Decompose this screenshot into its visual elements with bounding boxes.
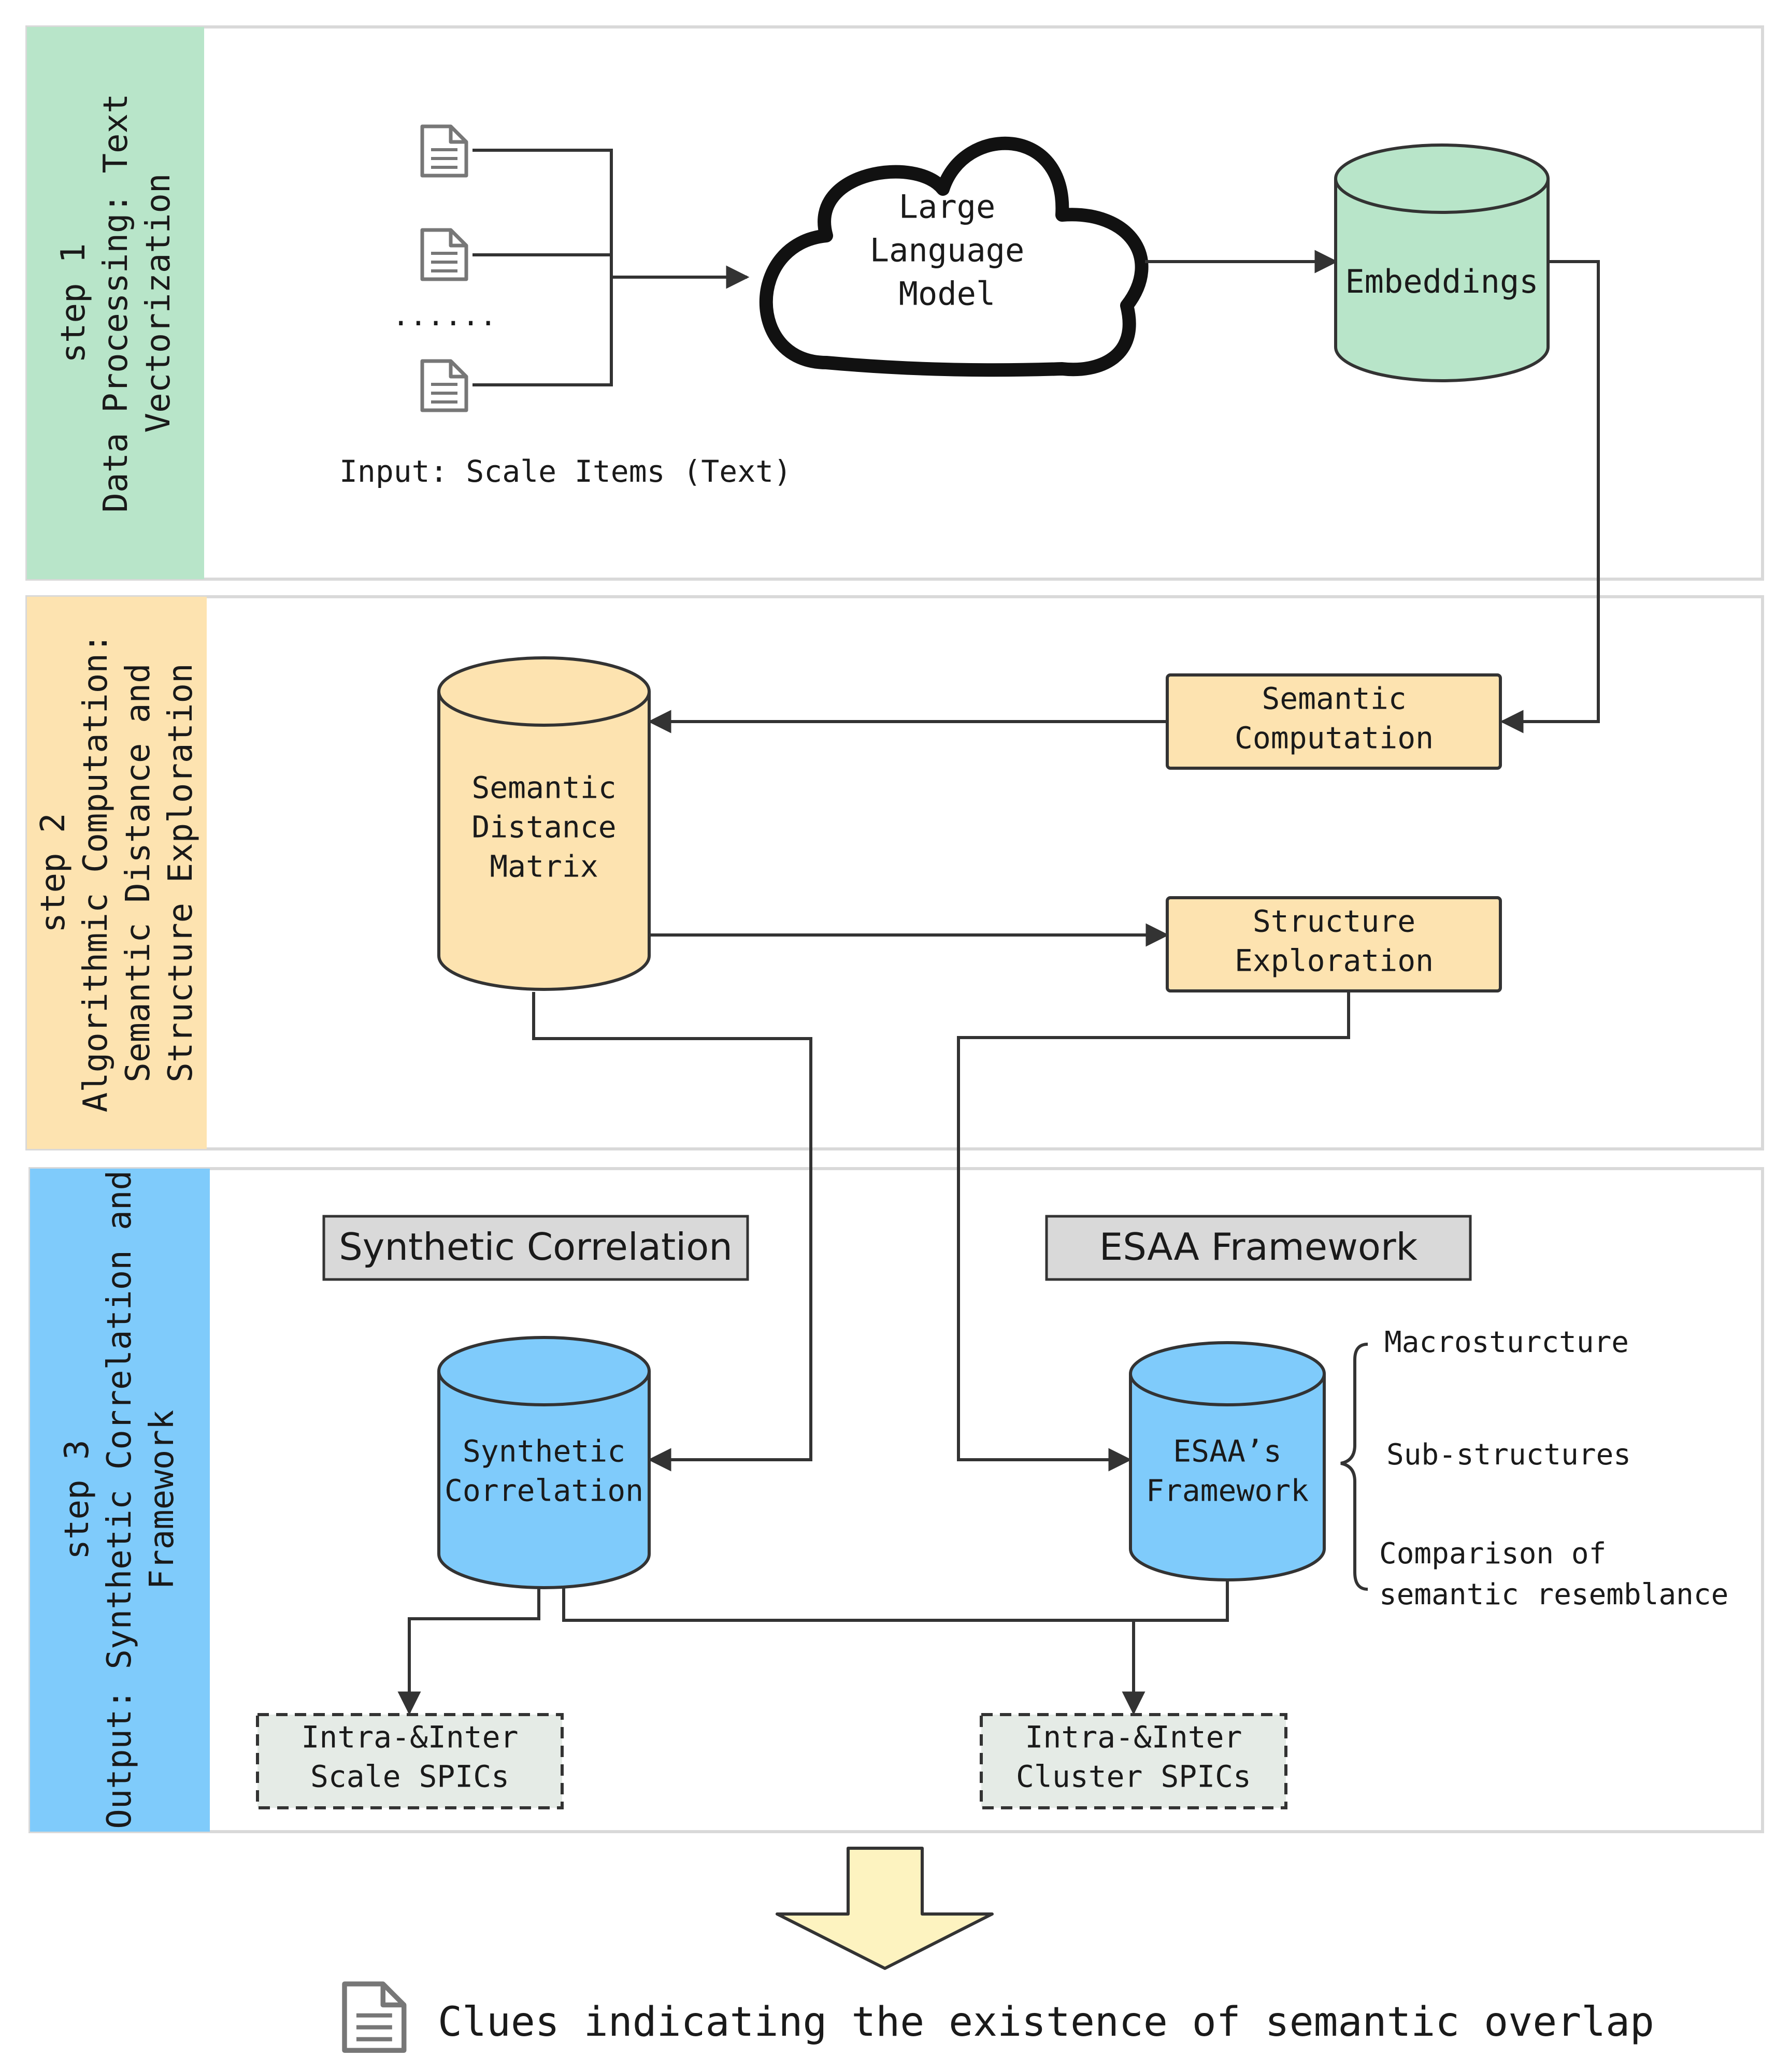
brace-item-sub-structures: Sub-structures: [1386, 1438, 1631, 1472]
svg-text:ESAA Framework: ESAA Framework: [1099, 1225, 1418, 1269]
embeddings-to-semantic-computation-arrow: [1500, 260, 1600, 733]
document-icon-1: [422, 126, 466, 176]
document-icon-3: [422, 361, 466, 410]
step-label-line: step 3: [58, 1440, 96, 1559]
esaa-components-brace: [1340, 1343, 1368, 1591]
step-label-line: Output: Synthetic Correlation and: [101, 1170, 139, 1829]
svg-text:Synthetic Correlation: Synthetic Correlation: [339, 1225, 733, 1269]
step-1-label-band: [27, 27, 204, 579]
step-label-line: step 1: [54, 243, 93, 363]
brace-item-comparison-line-2: semantic resemblance: [1379, 1578, 1728, 1611]
matrix-to-synthetic-correlation-arrow: [532, 992, 812, 1472]
text-line: Scale SPICs: [310, 1759, 509, 1794]
text-line: Intra-&Inter: [301, 1720, 518, 1755]
brace-item-comparison-line-1: Comparison of: [1379, 1537, 1606, 1571]
embeddings-database: Embeddings: [1334, 143, 1550, 382]
text-line: Computation: [1235, 721, 1434, 756]
text-line: Intra-&Inter: [1025, 1720, 1242, 1755]
text-line: Correlation: [445, 1473, 643, 1508]
text-line: Language: [870, 231, 1025, 269]
text-line: Distance: [471, 810, 616, 845]
step-label-line: Data Processing: Text: [97, 93, 135, 512]
spics-connectors: [397, 1580, 1229, 1715]
text-line: ESAA’s: [1173, 1434, 1282, 1469]
input-merge-connector: [472, 149, 750, 386]
structure-exploration-to-esaa-arrow: [957, 991, 1350, 1472]
synthetic-correlation-header: Synthetic Correlation: [322, 1215, 749, 1281]
text-line: Structure: [1253, 904, 1415, 939]
text-line: Synthetic: [463, 1434, 625, 1469]
step-label-line: step 2: [34, 813, 73, 932]
text-line: Cluster SPICs: [1016, 1759, 1251, 1794]
text-line: Large: [899, 188, 996, 225]
document-ellipsis: ......: [392, 299, 497, 333]
conclusion-document-icon: [345, 1984, 404, 2050]
step-2-label-band: [27, 597, 207, 1149]
text-line: Framework: [1146, 1473, 1309, 1508]
step-label-line: Vectorization: [139, 174, 178, 433]
conclusion-text: Clues indicating the existence of semant…: [438, 1999, 1654, 2046]
text-line: Exploration: [1235, 943, 1434, 979]
step-label-line: Framework: [143, 1410, 181, 1590]
down-arrow-icon: [776, 1847, 994, 1970]
embeddings-label: Embeddings: [1345, 263, 1538, 300]
brace-item-macrostructure: Macrosturcture: [1384, 1326, 1629, 1359]
text-line: Semantic: [1262, 681, 1406, 716]
text-line: Matrix: [490, 849, 598, 884]
step-3-label-band: [30, 1169, 210, 1832]
step-label-line: Semantic Distance and: [119, 663, 157, 1082]
input-caption: Input: Scale Items (Text): [339, 454, 792, 489]
text-line: Semantic: [471, 770, 616, 805]
step-label-line: Algorithmic Computation:: [77, 634, 115, 1113]
text-line: Model: [899, 275, 996, 312]
step-label-line: Structure Exploration: [162, 663, 200, 1082]
document-icon-2: [422, 230, 466, 279]
esaa-framework-header: ESAA Framework: [1045, 1215, 1472, 1281]
